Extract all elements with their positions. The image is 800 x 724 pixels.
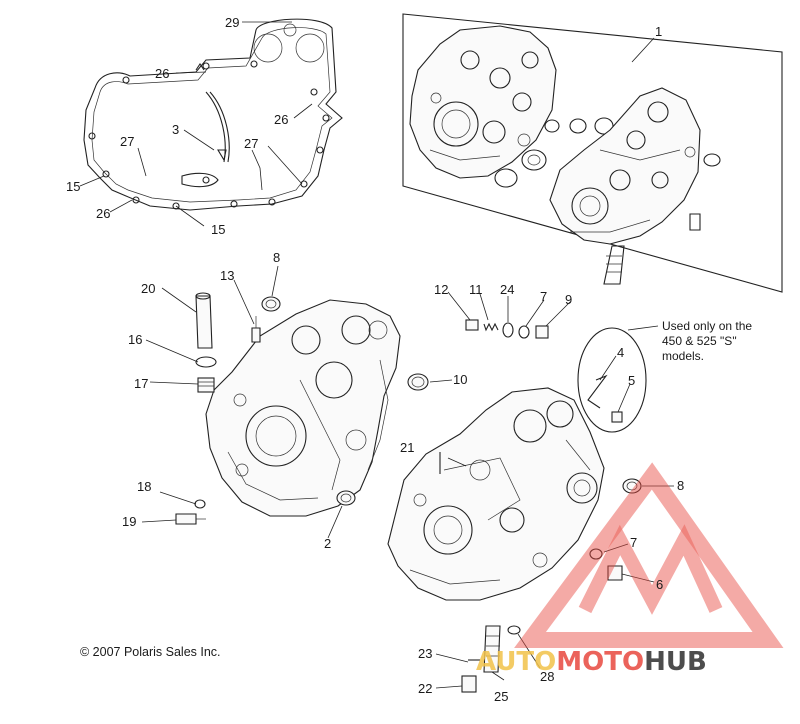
callout-24: 25 — [494, 689, 508, 704]
callout-20: 18 — [137, 479, 151, 494]
callout-28-a: 27 — [120, 134, 134, 149]
callout-15-a: 15 — [66, 179, 80, 194]
logo-triangle — [514, 462, 784, 648]
callout-13: 13 — [220, 268, 234, 283]
callout-11: 11 — [469, 282, 483, 297]
watermark-moto: MOTO — [556, 647, 644, 677]
callout-9: 9 — [565, 292, 572, 307]
crankcase-left-half — [205, 299, 401, 517]
callout-12: 12 — [434, 282, 448, 297]
note-bubble — [577, 325, 659, 433]
callout-25: 28 — [540, 669, 554, 684]
crankcase-right-half — [387, 387, 605, 601]
callout-1: 1 — [655, 24, 662, 39]
callout-10: 10 — [453, 372, 467, 387]
note-line-1: Used only on the — [662, 319, 752, 333]
callout-22: 23 — [418, 646, 432, 661]
copyright-text: © 2007 Polaris Sales Inc. — [80, 645, 221, 659]
callout-8-b: 8 — [677, 478, 684, 493]
callout-18: 17 — [134, 376, 148, 391]
callout-7-a: 7 — [540, 289, 547, 304]
callout-15-b: 15 — [211, 222, 225, 237]
crankcase-assembly-box — [402, 13, 783, 293]
svg-text:AUTOMOTOHUB: AUTOMOTOHUB — [476, 647, 707, 677]
callout-3: 3 — [172, 122, 179, 137]
watermark-auto: AUTO — [476, 647, 556, 677]
callout-17: 20 — [141, 281, 155, 296]
callout-6: 6 — [656, 577, 663, 592]
callout-2: 2 — [324, 536, 331, 551]
small-parts — [175, 292, 642, 693]
callout-7-b: 7 — [630, 535, 637, 550]
note-line-2: 450 & 525 "S" — [662, 334, 737, 348]
note-line-3: models. — [662, 349, 704, 363]
callout-8-a: 8 — [273, 250, 280, 265]
callout-4: 4 — [617, 345, 624, 360]
automotohub-watermark: AUTOMOTOHUB — [476, 462, 784, 677]
callout-16: 16 — [128, 332, 142, 347]
callout-5: 5 — [628, 373, 635, 388]
callout-29: 29 — [225, 15, 239, 30]
callout-26: 24 — [500, 282, 514, 297]
callout-21: 21 — [400, 440, 414, 455]
logo-m-mark — [578, 524, 723, 615]
callout-labels: 1 29 26 26 3 27 27 15 26 15 8 13 20 16 1… — [66, 15, 684, 704]
callout-28-b: 27 — [244, 136, 258, 151]
note-text: Used only on the 450 & 525 "S" models. — [662, 319, 752, 363]
callout-19: 19 — [122, 514, 136, 529]
crankcase-gasket — [83, 18, 343, 211]
leader-lines — [79, 21, 674, 689]
callout-27-b: 26 — [274, 112, 288, 127]
watermark-hub: HUB — [644, 647, 707, 677]
callout-27-a: 26 — [155, 66, 169, 81]
callout-23: 22 — [418, 681, 432, 696]
callout-27-c: 26 — [96, 206, 110, 221]
